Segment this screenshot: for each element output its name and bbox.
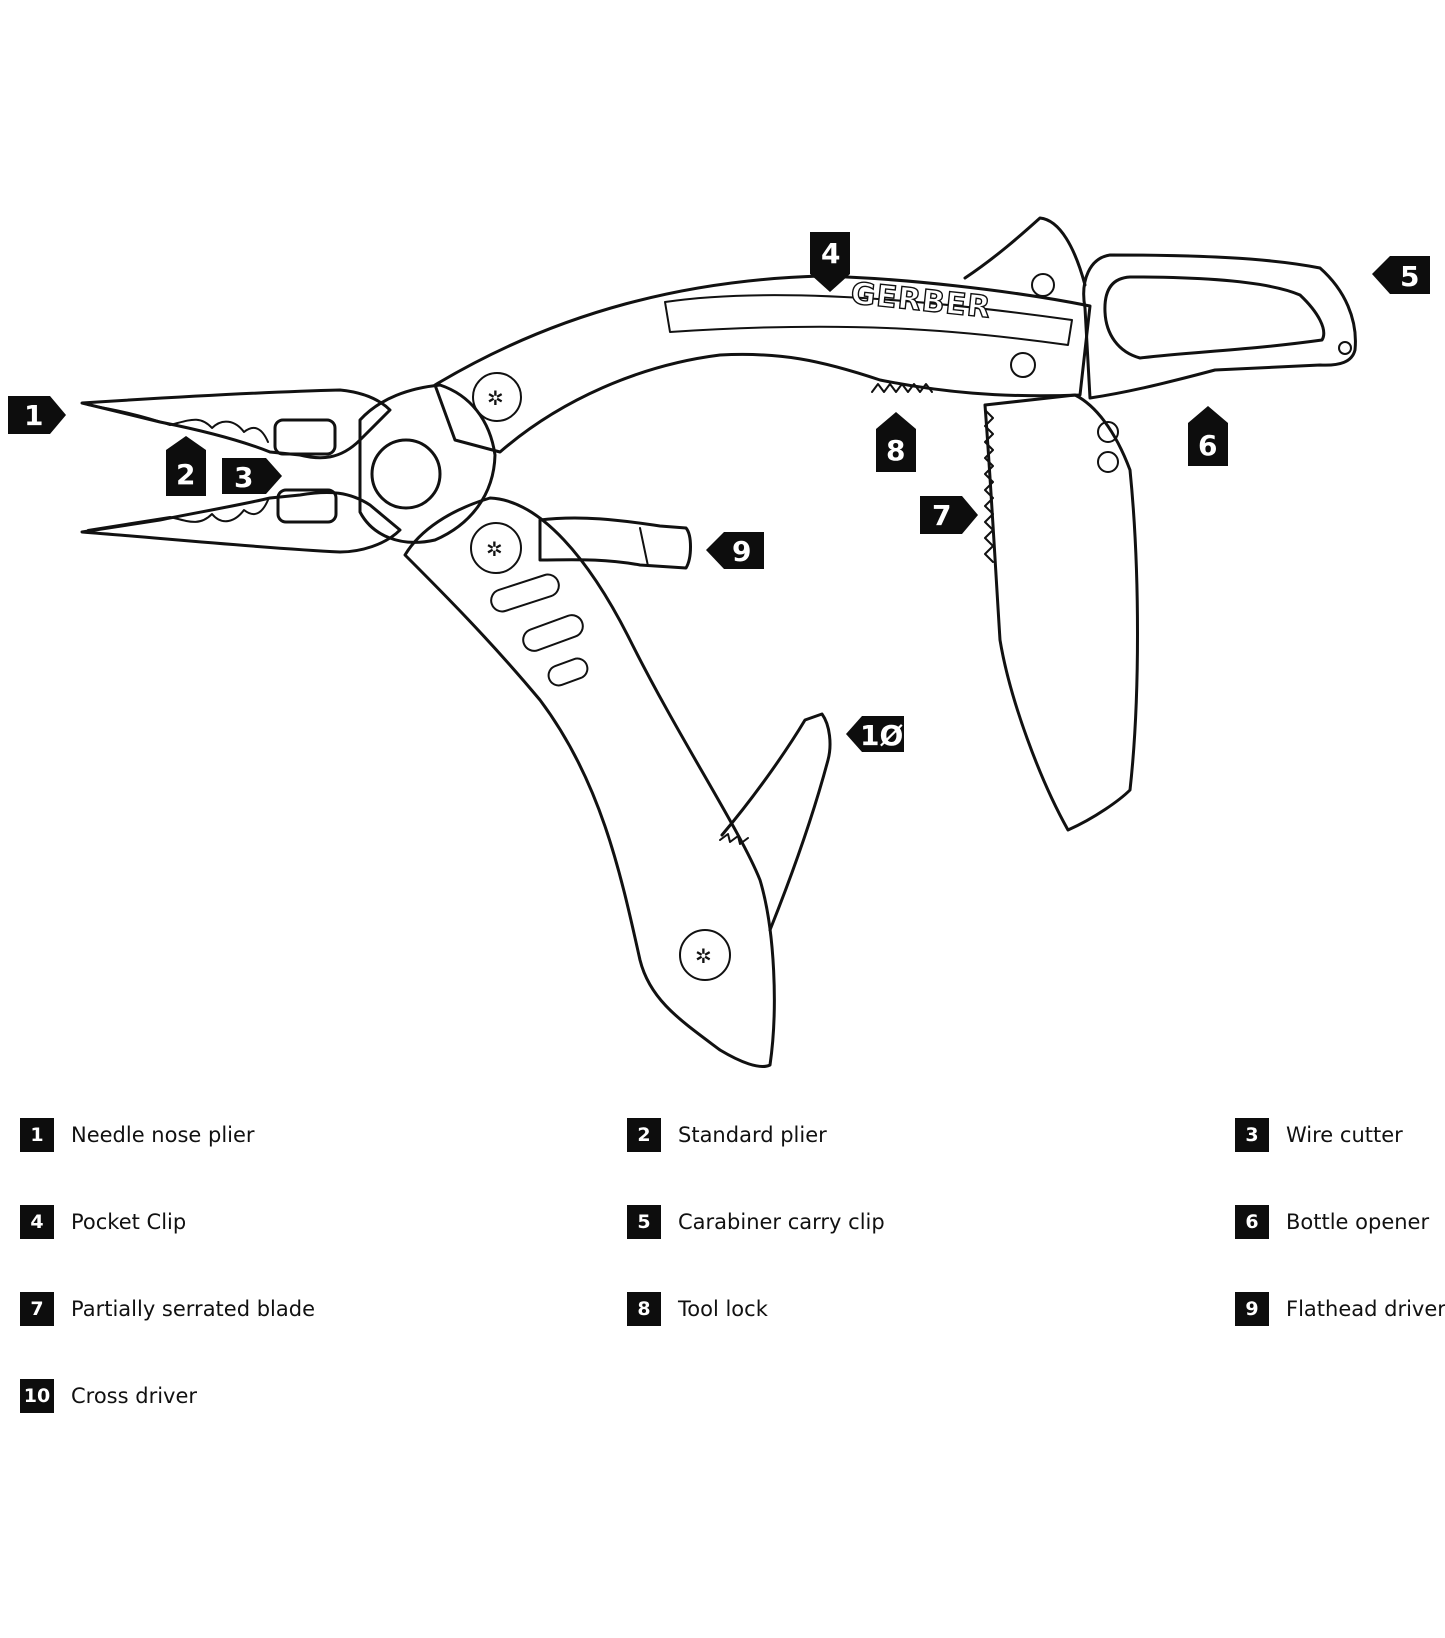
lower-handle: ✲ ✲ [403, 496, 832, 1068]
callout-3: 3 [222, 458, 282, 494]
legend-badge: 2 [627, 1118, 661, 1152]
legend-badge: 1 [20, 1118, 54, 1152]
svg-text:✲: ✲ [486, 537, 503, 561]
legend-item-9: 9 Flathead driver [1235, 1289, 1445, 1329]
carabiner-clip [963, 216, 1357, 400]
legend-badge: 5 [627, 1205, 661, 1239]
legend-label: Carabiner carry clip [678, 1210, 885, 1234]
legend: 1 Needle nose plier 2 Standard plier 3 W… [20, 1115, 1445, 1475]
legend-label: Pocket Clip [71, 1210, 187, 1234]
serrated-blade [983, 393, 1139, 832]
legend-item-4: 4 Pocket Clip [20, 1202, 186, 1242]
callout-7: 7 [920, 496, 978, 534]
svg-text:4: 4 [821, 237, 840, 270]
svg-text:✲: ✲ [487, 386, 504, 410]
svg-text:✲: ✲ [695, 944, 712, 968]
legend-badge: 6 [1235, 1205, 1269, 1239]
legend-label: Wire cutter [1286, 1123, 1403, 1147]
legend-item-1: 1 Needle nose plier [20, 1115, 255, 1155]
legend-label: Needle nose plier [71, 1123, 255, 1147]
callout-5: 5 [1372, 256, 1430, 294]
legend-badge: 4 [20, 1205, 54, 1239]
callout-4: 4 [810, 232, 850, 292]
svg-text:1Ø: 1Ø [860, 719, 903, 752]
callout-1: 1 [8, 396, 66, 434]
legend-badge: 3 [1235, 1118, 1269, 1152]
svg-text:8: 8 [886, 434, 905, 467]
legend-item-6: 6 Bottle opener [1235, 1202, 1429, 1242]
callout-9: 9 [706, 532, 764, 569]
svg-text:6: 6 [1198, 429, 1217, 462]
legend-item-3: 3 Wire cutter [1235, 1115, 1403, 1155]
legend-label: Tool lock [678, 1297, 768, 1321]
callout-6: 6 [1188, 406, 1228, 466]
legend-item-10: 10 Cross driver [20, 1376, 197, 1416]
svg-text:3: 3 [234, 461, 253, 494]
callout-8: 8 [876, 412, 916, 472]
legend-badge: 8 [627, 1292, 661, 1326]
legend-badge: 10 [20, 1379, 54, 1413]
callout-2: 2 [166, 436, 206, 496]
legend-item-5: 5 Carabiner carry clip [627, 1202, 885, 1242]
legend-label: Flathead driver [1286, 1297, 1445, 1321]
legend-item-7: 7 Partially serrated blade [20, 1289, 315, 1329]
svg-text:9: 9 [732, 535, 751, 568]
legend-badge: 7 [20, 1292, 54, 1326]
legend-label: Standard plier [678, 1123, 827, 1147]
callout-10: 1Ø [846, 716, 904, 752]
legend-label: Partially serrated blade [71, 1297, 316, 1321]
legend-badge: 9 [1235, 1292, 1269, 1326]
svg-text:7: 7 [932, 499, 951, 532]
legend-label: Bottle opener [1286, 1210, 1430, 1234]
brand-logo: GERBER [849, 276, 993, 326]
svg-text:1: 1 [24, 399, 43, 432]
multitool-diagram: GERBER ✲ ✲ ✲ [8, 216, 1430, 1068]
legend-item-2: 2 Standard plier [627, 1115, 827, 1155]
plier-jaws [80, 383, 497, 554]
legend-item-8: 8 Tool lock [627, 1289, 768, 1329]
svg-text:2: 2 [176, 458, 195, 491]
svg-text:5: 5 [1400, 260, 1419, 293]
legend-label: Cross driver [71, 1384, 198, 1408]
